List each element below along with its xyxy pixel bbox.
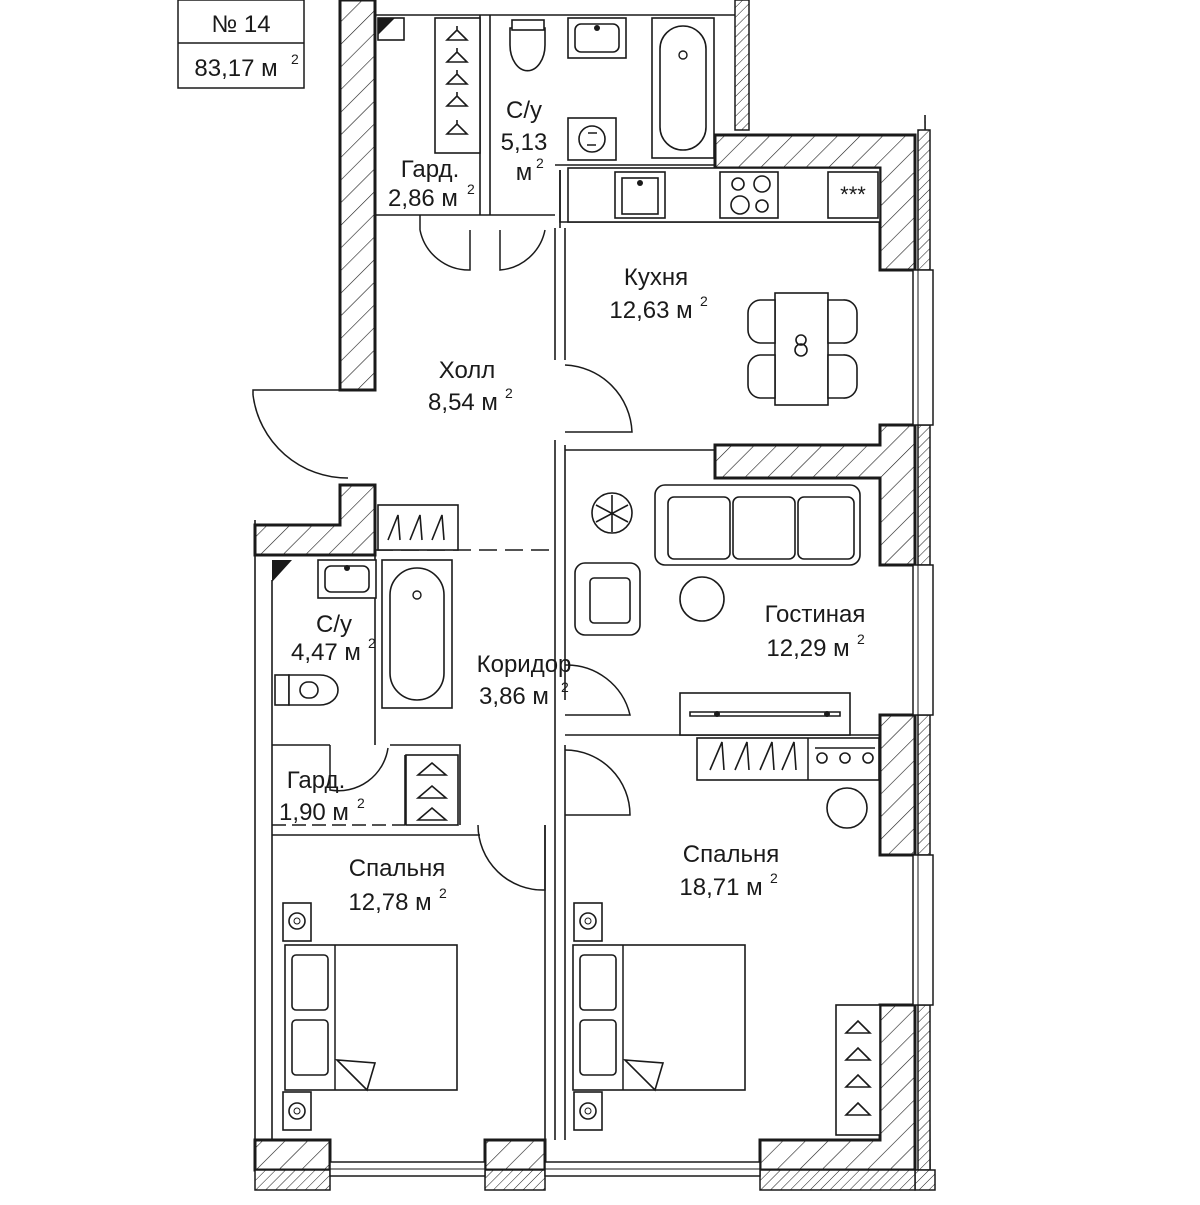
- living-room-furniture: [574, 484, 861, 736]
- corridor-name: Коридор: [477, 651, 572, 678]
- wardrobe-2-area: 1,90 м: [279, 799, 349, 826]
- bathroom-2-fixtures: [272, 559, 453, 709]
- svg-text:2: 2: [368, 635, 376, 651]
- bathroom-1-area: 5,13: [501, 129, 548, 156]
- wardrobe-1-shelf: [377, 17, 481, 154]
- room-labels: Гард. 2,86 м 2 С/у 5,13 м 2 Кухня 12,63 …: [279, 97, 865, 916]
- apartment-total-area: 83,17 м: [194, 55, 277, 82]
- superscript: 2: [291, 51, 299, 67]
- bedroom-2-furniture: [572, 902, 881, 1136]
- facade-insulation: [254, 0, 936, 1191]
- bathroom-1-fixtures: [509, 17, 715, 161]
- wardrobe-1-area: 2,86 м: [388, 185, 458, 212]
- kitchen-area: 12,63 м: [609, 297, 692, 324]
- svg-text:2: 2: [857, 631, 865, 647]
- wardrobe-1-name: Гард.: [401, 156, 459, 183]
- wardrobe-2-shelf: [405, 754, 459, 826]
- kitchen-fixtures: ***: [567, 167, 881, 406]
- svg-text:2: 2: [561, 679, 569, 695]
- bathroom-1-name: С/у: [506, 97, 542, 124]
- hall-shelf: [377, 504, 459, 551]
- bathroom-2-name: С/у: [316, 611, 352, 638]
- kitchen-name: Кухня: [624, 264, 688, 291]
- wardrobe-2-name: Гард.: [287, 767, 345, 794]
- bedroom-1-name: Спальня: [349, 855, 445, 882]
- structural-walls: [253, 0, 917, 1172]
- svg-text:2: 2: [467, 181, 475, 197]
- bedroom-1-furniture: [282, 902, 458, 1131]
- svg-text:2: 2: [505, 385, 513, 401]
- closet: [696, 737, 880, 829]
- bathroom-2-area: 4,47 м: [291, 639, 361, 666]
- svg-text:2: 2: [439, 885, 447, 901]
- bedroom-2-name: Спальня: [683, 841, 779, 868]
- corridor-area: 3,86 м: [479, 683, 549, 710]
- hall-name: Холл: [439, 357, 496, 384]
- hob-icon: ***: [840, 182, 866, 207]
- hall-area: 8,54 м: [428, 389, 498, 416]
- apartment-badge: № 14 83,17 м 2: [177, 0, 305, 89]
- svg-text:2: 2: [700, 293, 708, 309]
- bedroom-1-area: 12,78 м: [348, 889, 431, 916]
- bedroom-2-area: 18,71 м: [679, 874, 762, 901]
- windows: [329, 269, 934, 1177]
- living-name: Гостиная: [765, 601, 866, 628]
- svg-text:2: 2: [536, 155, 544, 171]
- apartment-number: № 14: [211, 11, 270, 38]
- doors: [252, 215, 633, 891]
- svg-text:2: 2: [770, 870, 778, 886]
- living-area: 12,29 м: [766, 635, 849, 662]
- svg-text:2: 2: [357, 795, 365, 811]
- bathroom-1-unit: м: [516, 159, 533, 186]
